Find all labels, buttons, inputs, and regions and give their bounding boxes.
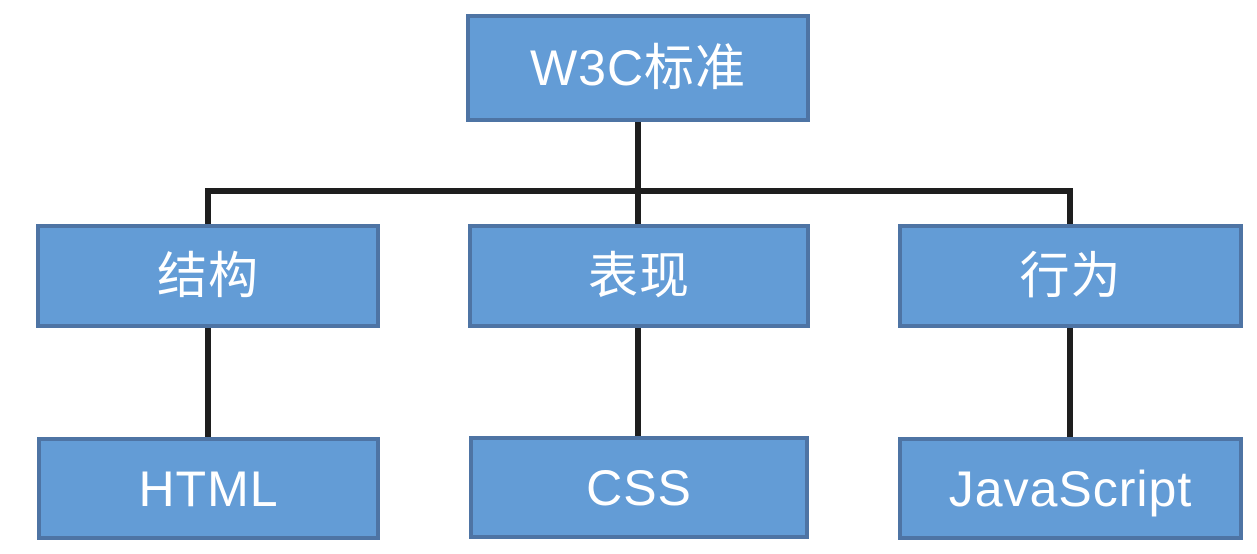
node-presentation: 表现	[468, 224, 810, 328]
node-behavior: 行为	[898, 224, 1243, 328]
connector-root-to-presentation	[635, 122, 641, 224]
node-html-label: HTML	[138, 460, 279, 517]
node-behavior-label: 行为	[1019, 248, 1122, 304]
node-w3c-standard-label: W3C标准	[529, 40, 747, 96]
node-javascript: JavaScript	[898, 437, 1243, 540]
connector-presentation-to-css	[635, 328, 641, 436]
connector-horizontal-bus	[205, 188, 1073, 194]
node-javascript-label: JavaScript	[948, 460, 1193, 517]
node-structure: 结构	[36, 224, 380, 328]
node-css-label: CSS	[586, 459, 692, 516]
connector-structure-to-html	[205, 328, 211, 437]
node-w3c-standard: W3C标准	[466, 14, 810, 122]
connector-behavior-to-javascript	[1067, 328, 1073, 437]
connector-bus-to-structure	[205, 188, 211, 224]
node-html: HTML	[37, 437, 380, 540]
connector-bus-to-behavior	[1067, 188, 1073, 224]
node-presentation-label: 表现	[588, 248, 690, 304]
node-css: CSS	[469, 436, 809, 539]
node-structure-label: 结构	[157, 248, 259, 304]
